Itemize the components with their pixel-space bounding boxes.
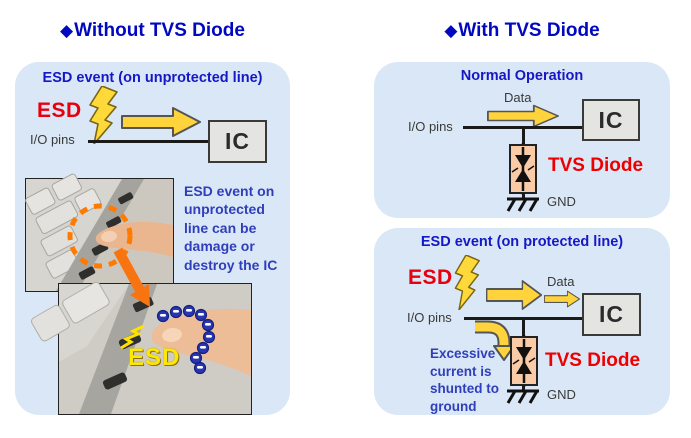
diamond-bullet-icon: ◆ — [60, 21, 74, 40]
ground-stub-normal — [522, 193, 525, 199]
photo-esd-closeup — [31, 281, 252, 415]
right-section-title: ◆With TVS Diode — [374, 20, 670, 42]
esd-beads — [156, 304, 216, 375]
ic-label-left: IC — [225, 128, 250, 154]
finger — [95, 221, 173, 257]
left-title-text: Without TVS Diode — [74, 20, 245, 41]
shunt-line-normal — [522, 126, 525, 144]
left-caption: ESD event on unprotected line can be dam… — [184, 183, 278, 273]
shunt-arrow-icon — [475, 320, 515, 361]
keyboard-keys — [25, 173, 102, 279]
ic-label-normal: IC — [598, 106, 624, 133]
left-section-title: ◆Without TVS Diode — [15, 20, 290, 42]
esd-panel-heading: ESD event (on protected line) — [420, 234, 624, 250]
lightning-bolt-icon — [85, 86, 119, 144]
tvs-diode-symbol-esd — [509, 335, 539, 387]
lightning-bolt-icon-right — [454, 255, 480, 310]
tvs-diode-label-normal: TVS Diode — [548, 155, 644, 176]
photo-esd-overview — [25, 173, 174, 292]
io-pins-label-normal: I/O pins — [408, 119, 453, 134]
tvs-diode-symbol-normal — [508, 143, 538, 195]
data-arrow-icon-normal — [487, 104, 559, 128]
gnd-label-esd: GND — [547, 387, 576, 402]
ic-label-esd: IC — [599, 301, 624, 327]
highlight-dashed-circle-icon — [67, 203, 133, 269]
ground-symbol-normal — [504, 197, 542, 213]
ic-box-esd: IC — [582, 293, 641, 336]
right-title-text: With TVS Diode — [458, 20, 600, 41]
gnd-label-normal: GND — [547, 194, 576, 209]
shunt-note: Excessive current is shunted to ground — [430, 346, 499, 414]
photo-esd-label: ESD — [128, 344, 181, 371]
shunt-line-esd — [522, 317, 525, 336]
io-pins-label-left: I/O pins — [30, 132, 75, 147]
normal-panel-heading: Normal Operation — [460, 68, 584, 84]
data-arrow-icon-esd — [544, 290, 580, 308]
diamond-bullet-icon: ◆ — [444, 21, 458, 40]
data-label-esd: Data — [547, 274, 575, 289]
ground-stub-esd — [522, 385, 525, 391]
esd-surge-arrow-icon-right — [486, 280, 542, 310]
left-panel-heading: ESD event (on unprotected line) — [42, 70, 263, 86]
ic-box-normal: IC — [582, 99, 640, 141]
esd-surge-arrow-icon — [121, 106, 201, 138]
small-lightning-icon — [120, 324, 145, 350]
io-pins-label-esd: I/O pins — [407, 310, 452, 325]
data-label-normal: Data — [504, 90, 532, 105]
tvs-diode-label-esd: TVS Diode — [545, 350, 641, 371]
ground-symbol-esd — [504, 389, 542, 405]
photo-link-arrow-icon — [113, 247, 150, 307]
esd-label-right: ESD — [408, 266, 453, 289]
esd-label-left: ESD — [37, 99, 82, 122]
ic-box-left: IC — [208, 120, 267, 163]
signal-line-left — [88, 140, 208, 143]
